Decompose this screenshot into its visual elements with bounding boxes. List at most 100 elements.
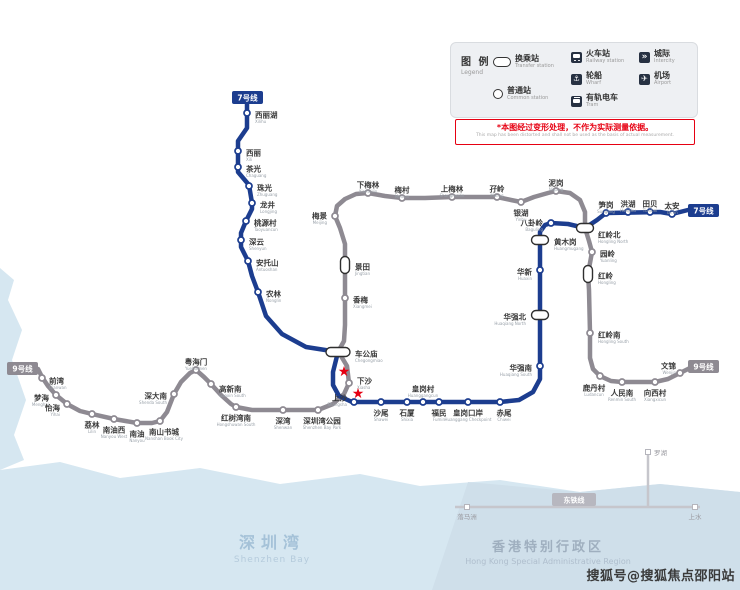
station-label-xili: 西丽 [246,149,261,158]
station-label-tianbei: 田贝 [643,200,658,209]
station-label-en-taoyuancun: Taoyuancun [253,227,278,232]
station-transfer-huaqiang-north [530,309,550,321]
station-label-huaqiang-south: 华强南 [510,363,533,373]
station-label-en-nonglin: Nonglin [266,298,282,303]
watermark: 搜狐号@搜狐焦点邵阳站 [586,569,735,584]
station-fumin [435,398,443,406]
station-shawei [377,398,385,406]
station-xili [234,147,242,155]
station-shenzhen-bay-park [314,406,322,414]
station-label-gaoxin-south: 高新南 [219,384,242,394]
line7-badge-label: 7号线 [693,206,714,216]
legend-label: 换乘站 [515,54,539,63]
station-taoyuancun [242,217,250,225]
station-label-wenjin: 文锦 [661,361,676,371]
legend-label: 有轨电车 [586,93,618,102]
station-label-en-hongshuwan-south: Hongshuwan South [217,422,256,427]
station-label-en-wenjin: Wenjin [663,370,677,375]
station-label-hongling-north: 红岭北 [598,230,621,240]
disclaimer-text-en: This map has been distorted and shall no… [476,132,674,138]
station-nanyou [133,419,141,427]
legend-label: 普通站 [507,86,531,95]
station-label-meijing: 梅景 [312,211,327,221]
station-label-nanyou: 南油 [130,429,145,439]
line7-badge [232,91,263,104]
station-label-en-xili: Xili [246,157,252,162]
station-label-huaqiang-north: 华强北 [504,312,527,322]
line7-path [235,100,691,405]
station-tianbei [646,208,654,216]
station-label-en-antuoshan: Antuoshan [256,267,278,272]
station-label-en-honghu: Honghu [620,208,636,213]
station-xilihu [243,109,251,117]
station-label-tai-an: 太安 [665,201,680,211]
station-label-en-huaxin: Huaxin [518,276,532,281]
station-label-en-shenda-south: Shenda South [139,400,167,405]
legend-label: 火车站 [586,49,610,58]
inset-station-marker [464,504,470,510]
station-label-shenda-south: 深大南 [145,391,168,401]
station-nigang [552,187,560,195]
station-baguling [547,219,555,227]
station-label-huanggang-checkpoint: 皇岗口岸 [453,408,483,418]
station-label-en-chaguang: Chaguang [246,173,267,178]
inset-station-label: 落马洲 [457,512,477,521]
station-hongling-south [586,329,594,337]
station-zhuguang [245,182,253,190]
legend-sub: Wharf [586,80,601,86]
station-label-chiwei: 赤尾 [497,408,512,418]
legend-sub: Common station [507,95,549,101]
station-label-en-zhuguang: Zhuguang [257,192,278,197]
station-label-hongling: 红岭 [598,271,613,281]
station-label-en-huanggangcun: Huanggangcun [408,393,439,398]
station-label-nonglin: 农林 [265,289,281,299]
station-label-lilin: 荔林 [84,420,100,430]
station-qianwan [38,374,46,382]
legend-sub: Transfer station [515,63,554,69]
station-label-nigang: 泥岗 [549,178,564,188]
station-label-ludancun: 鹿丹村 [583,383,606,393]
station-huanggang-checkpoint [464,398,472,406]
station-label-en-huanggang-checkpoint: Huanggang Checkpoint [445,417,492,422]
station-chiwei [496,398,504,406]
station-label-yinhu: 银湖 [514,208,529,218]
water-hong-kong [432,482,740,590]
station-label-hongshuwan-south: 红树湾南 [221,413,251,423]
station-antuoshan [244,257,252,265]
legend-title-en: Legend [461,69,484,76]
station-label-en-nanshan-book-city: Nanshan Book City [145,436,184,441]
legend-label: 城际 [654,49,670,58]
location-star-icon: ★ [352,386,365,402]
station-label-xiasha: 下沙 [357,377,372,386]
station-nonglin [254,288,262,296]
inset-line-badge [552,493,596,506]
station-label-en-chiwei: Chiwei [497,417,510,422]
airport-icon [639,73,650,85]
station-label-en-shangsha: Shangsha [327,402,347,407]
station-label-shangsha: 上沙 [332,393,347,403]
station-label-en-chegongmiao: Chegongmiao [355,358,383,363]
station-menghai [52,391,60,399]
station-label-en-longjing: Longjing [260,209,277,214]
station-label-en-menghai: Menghai [32,402,49,407]
station-label-qianwan: 前湾 [49,376,64,386]
station-label-en-meijing: Meijing [313,220,328,225]
station-chaguang [234,163,242,171]
station-label-en-fumin: Fumin [433,417,446,422]
station-label-en-lilin: Lilin [88,429,97,434]
station-gaoxin-south [207,380,215,388]
station-label-en-xiameilin: Xiameilin [359,189,378,194]
station-shenda-south [170,390,178,398]
tram-icon [571,95,582,107]
station-label-en-shenwan: Shenwan [274,425,293,430]
station-label-en-xilihu: Xilihu [255,119,267,124]
station-shenyun [237,236,245,244]
station-honghu [624,208,632,216]
station-label-maling: 孖岭 [490,184,505,194]
station-label-en-hongling-north: Hongling North [598,239,629,244]
